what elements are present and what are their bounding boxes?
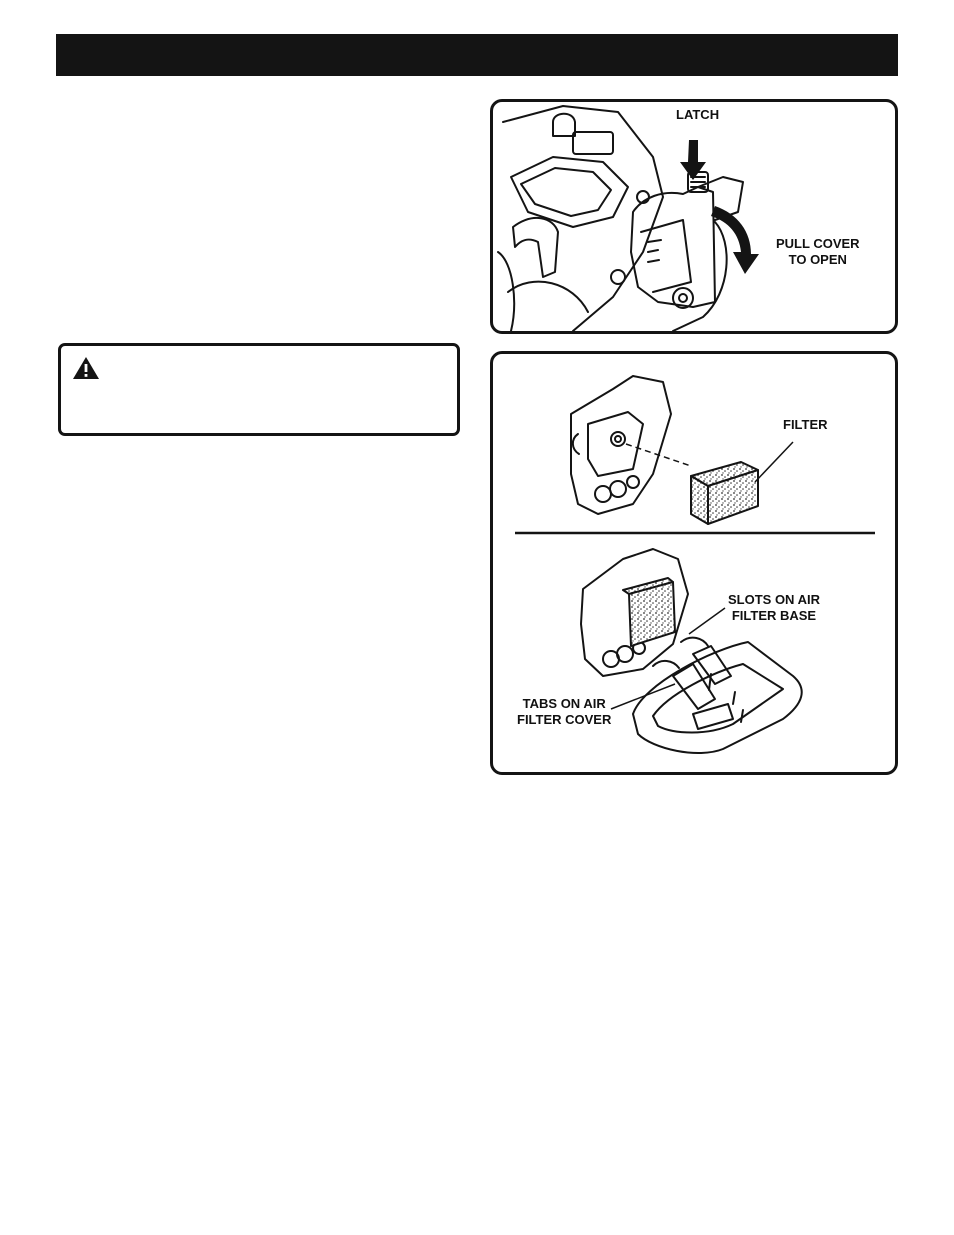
- filter-label: FILTER: [783, 417, 828, 432]
- filter-illustration: [515, 375, 875, 755]
- slots-label: SLOTS ON AIR FILTER BASE: [728, 592, 820, 624]
- pull-cover-label-line1: PULL COVER: [776, 236, 860, 251]
- figure-open-cover: LATCH PULL COVER TO OPEN: [490, 99, 898, 334]
- tabs-label-line2: FILTER COVER: [517, 712, 612, 727]
- filter-block-top: [690, 461, 759, 525]
- filter-block-bottom: [622, 577, 676, 647]
- latch-arrow-icon: [680, 140, 706, 180]
- latch-label: LATCH: [676, 107, 720, 122]
- section-header-bar: [56, 34, 898, 76]
- pull-arrow-icon: [711, 206, 759, 274]
- tabs-label-line1: TABS ON AIR: [522, 696, 606, 711]
- pull-cover-label: PULL COVER TO OPEN: [776, 236, 860, 268]
- warning-triangle-icon: [73, 357, 99, 379]
- warning-box: [58, 343, 460, 436]
- tabs-label: TABS ON AIR FILTER COVER: [517, 696, 611, 728]
- trimmer-housing-illustration: [497, 105, 759, 331]
- slots-label-line1: SLOTS ON AIR: [728, 592, 820, 607]
- figure-filter: FILTER SLOTS ON AIR FILTER BASE TABS ON …: [490, 351, 898, 775]
- slots-label-line2: FILTER BASE: [731, 608, 817, 623]
- pull-cover-label-line2: TO OPEN: [788, 252, 847, 267]
